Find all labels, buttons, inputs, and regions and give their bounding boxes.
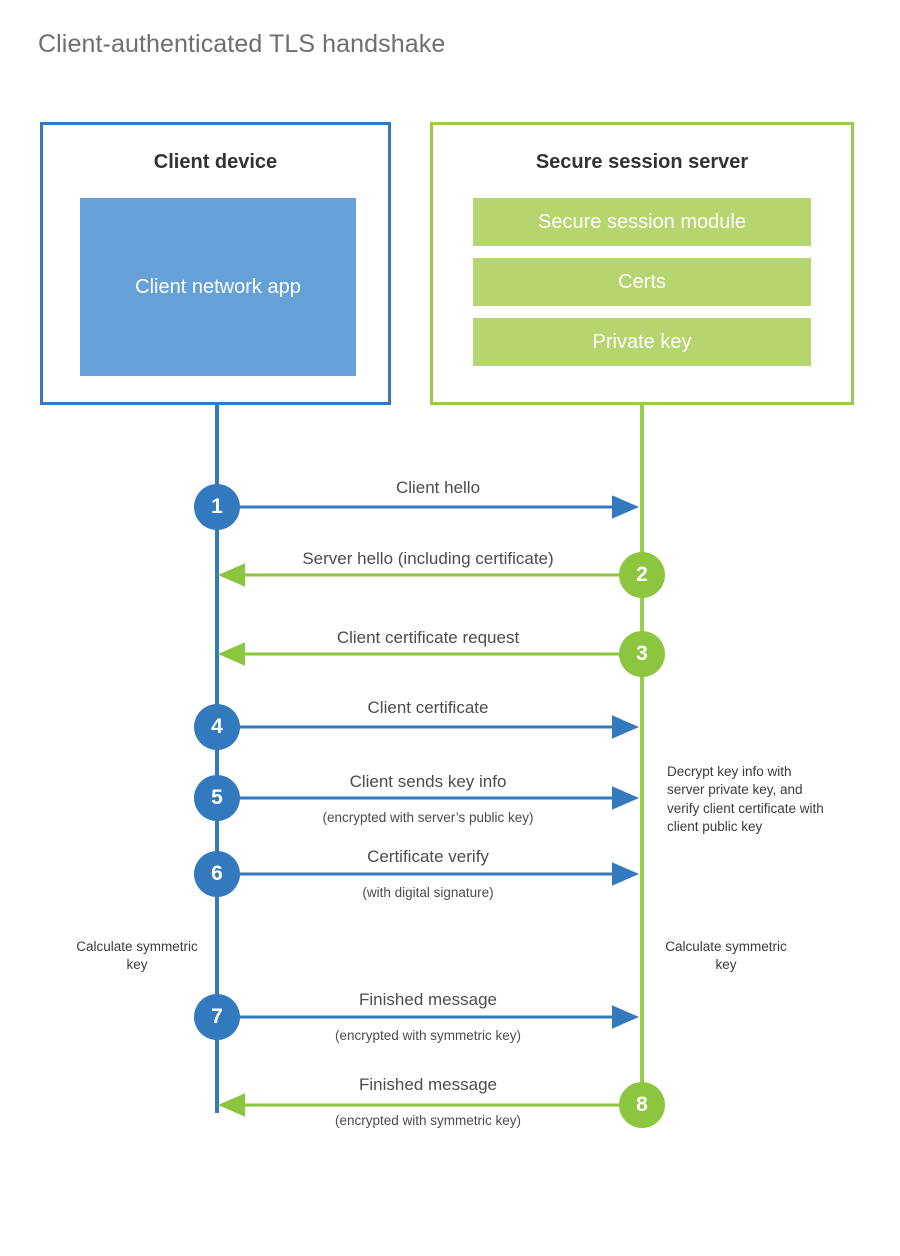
message-label-1: Client hello [395, 478, 481, 497]
message-sublabel-7: (encrypted with symmetric key) [334, 1028, 522, 1043]
step-marker-6[interactable]: 6 [194, 851, 240, 897]
message-sublabel-6: (with digital signature) [362, 885, 494, 900]
message-sublabel-5: (encrypted with server’s public key) [322, 810, 534, 825]
step-marker-5[interactable]: 5 [194, 775, 240, 821]
annotation-client-calculate-symmetric-key: Calculate symmetric key [76, 939, 198, 973]
client-device-box: Client device Client network app [40, 122, 391, 405]
server-module-list: Secure session module Certs Private key [473, 198, 811, 366]
message-label-5: Client sends key info [349, 772, 507, 791]
step-marker-4[interactable]: 4 [194, 704, 240, 750]
message-label-4: Client certificate [367, 698, 489, 717]
client-device-title: Client device [153, 151, 278, 173]
annotation-server-decrypt: Decrypt key info with server private key… [667, 764, 824, 835]
step-marker-2[interactable]: 2 [619, 552, 665, 598]
server-module-private-key: Private key [473, 318, 811, 366]
step-marker-3[interactable]: 3 [619, 631, 665, 677]
step-marker-8[interactable]: 8 [619, 1082, 665, 1128]
secure-session-server-title: Secure session server [535, 151, 749, 173]
page-title: Client-authenticated TLS handshake [38, 30, 446, 58]
server-lifeline [640, 404, 644, 1105]
server-module-certs: Certs [473, 258, 811, 306]
step-marker-1[interactable]: 1 [194, 484, 240, 530]
message-label-7: Finished message [359, 990, 497, 1009]
step-marker-7[interactable]: 7 [194, 994, 240, 1040]
message-label-8: Finished message [359, 1075, 497, 1094]
server-module-secure-session-module: Secure session module [473, 198, 811, 246]
client-network-app-box: Client network app [80, 198, 356, 376]
client-lifeline [215, 404, 219, 1113]
message-label-6: Certificate verify [367, 847, 489, 866]
secure-session-server-box: Secure session server Secure session mod… [430, 122, 854, 405]
message-label-3: Client certificate request [336, 628, 520, 647]
message-label-2: Server hello (including certificate) [302, 549, 554, 568]
message-sublabel-8: (encrypted with symmetric key) [334, 1113, 522, 1128]
annotation-server-calculate-symmetric-key: Calculate symmetric key [665, 939, 787, 973]
